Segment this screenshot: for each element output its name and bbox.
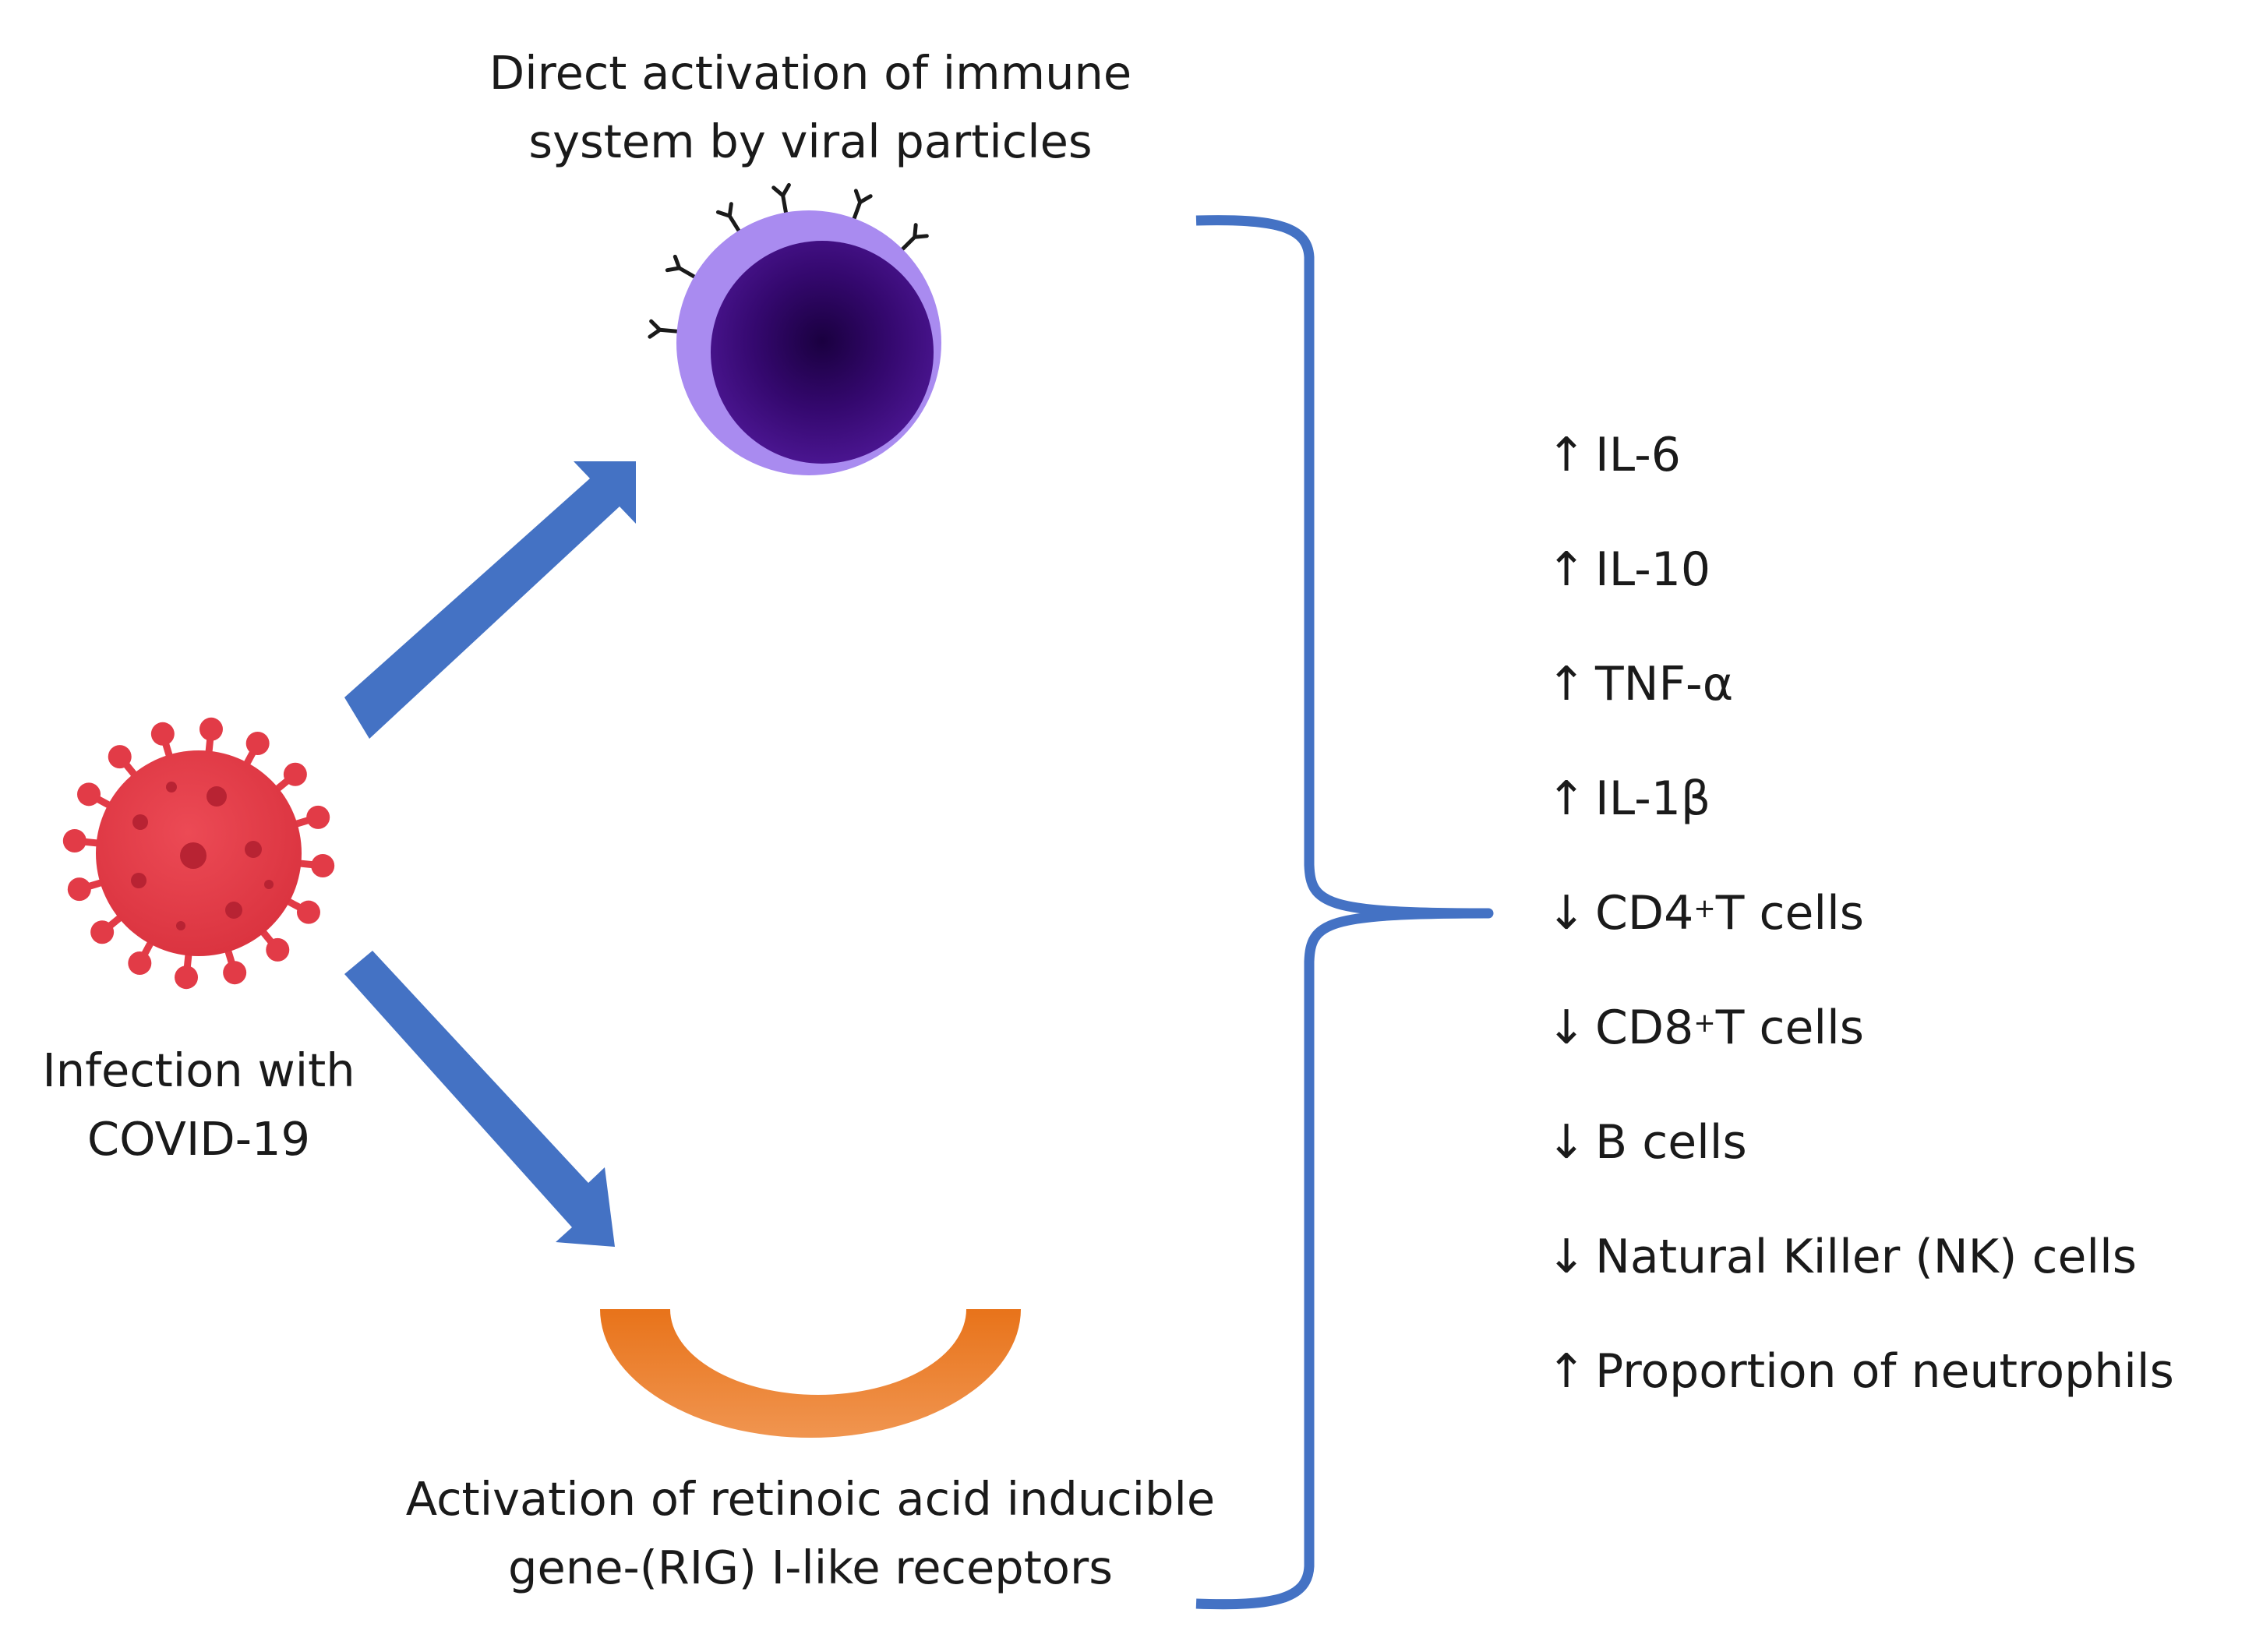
effect-label: TNF-α bbox=[1595, 656, 1734, 711]
effect-item: ↑IL-6 bbox=[1547, 397, 2174, 512]
effect-label: IL-1β bbox=[1595, 771, 1711, 826]
down-arrow-icon: ↓ bbox=[1547, 885, 1587, 941]
effect-item: ↓B cells bbox=[1547, 1085, 2174, 1199]
down-arrow-icon: ↓ bbox=[1547, 1000, 1587, 1055]
rig-receptor-icon bbox=[600, 1309, 1021, 1438]
up-arrow-icon: ↑ bbox=[1547, 427, 1587, 482]
label-covid-infection: Infection with COVID-19 bbox=[42, 1043, 355, 1166]
immune-cell-icon bbox=[648, 182, 941, 475]
up-arrow-icon: ↑ bbox=[1547, 656, 1587, 711]
effect-label: CD4 bbox=[1595, 885, 1694, 941]
effect-label: IL-10 bbox=[1595, 542, 1711, 597]
up-arrow-icon: ↑ bbox=[1547, 771, 1587, 826]
up-arrow-icon: ↑ bbox=[1547, 542, 1587, 597]
effect-item: ↑Proportion of neutrophils bbox=[1547, 1314, 2174, 1428]
effect-item: ↓CD4+ T cells bbox=[1547, 856, 2174, 970]
effect-superscript: + bbox=[1693, 1007, 1716, 1039]
effect-suffix: T cells bbox=[1715, 885, 1865, 941]
effect-item: ↑TNF-α bbox=[1547, 627, 2174, 741]
effect-label: CD8 bbox=[1595, 1000, 1694, 1055]
effect-label: Proportion of neutrophils bbox=[1595, 1343, 2174, 1399]
effect-suffix: T cells bbox=[1715, 1000, 1865, 1055]
effect-item: ↑IL-1β bbox=[1547, 741, 2174, 856]
down-arrow-icon: ↓ bbox=[1547, 1114, 1587, 1170]
arrow-to-immune-cell bbox=[344, 461, 636, 739]
virus-icon bbox=[62, 717, 335, 990]
arrow-to-rig-receptor bbox=[344, 951, 615, 1247]
label-rig-activation: Activation of retinoic acid inducible ge… bbox=[405, 1472, 1216, 1594]
effect-item: ↑IL-10 bbox=[1547, 512, 2174, 627]
effect-label: B cells bbox=[1595, 1114, 1747, 1170]
effect-item: ↓CD8+ T cells bbox=[1547, 970, 2174, 1085]
effect-superscript: + bbox=[1693, 892, 1716, 924]
label-direct-activation: Direct activation of immune system by vi… bbox=[489, 46, 1132, 168]
curly-brace bbox=[1195, 215, 1494, 1610]
effect-label: Natural Killer (NK) cells bbox=[1595, 1229, 2138, 1284]
down-arrow-icon: ↓ bbox=[1547, 1229, 1587, 1284]
effect-label: IL-6 bbox=[1595, 427, 1681, 482]
effect-item: ↓Natural Killer (NK) cells bbox=[1547, 1199, 2174, 1314]
up-arrow-icon: ↑ bbox=[1547, 1343, 1587, 1399]
effects-list: ↑IL-6↑IL-10↑TNF-α↑IL-1β↓CD4+ T cells↓CD8… bbox=[1547, 397, 2174, 1428]
